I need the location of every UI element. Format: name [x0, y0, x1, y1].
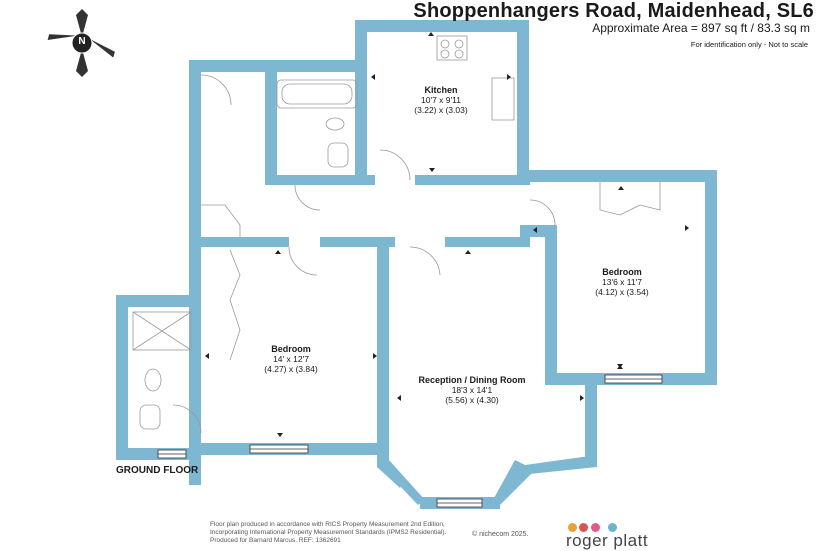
walls — [116, 20, 717, 509]
wall-bay-right — [520, 455, 597, 475]
wall-bed2-left — [545, 225, 557, 385]
room-dim-metric: (4.12) x (3.54) — [595, 287, 649, 297]
room-name: Kitchen — [424, 85, 458, 95]
room-kitchen: Kitchen 10'7 x 9'11 (3.22) x (3.03) — [396, 85, 486, 115]
wall-hall-bottom-right — [445, 237, 530, 247]
markers — [205, 32, 689, 437]
wall-reception-left — [377, 237, 389, 465]
room-dim-imperial: 18'3 x 14'1 — [451, 385, 493, 395]
room-dim-imperial: 10'7 x 9'11 — [421, 95, 461, 105]
door-swing-entrance — [200, 74, 232, 106]
brand-dot — [568, 523, 577, 532]
wall-bed2-right — [705, 170, 717, 385]
room-bedroom-right: Bedroom 13'6 x 11'7 (4.12) x (3.54) — [577, 267, 667, 297]
room-bedroom-left: Bedroom 14' x 12'7 (4.27) x (3.84) — [246, 344, 336, 374]
room-dim-imperial: 13'6 x 11'7 — [602, 277, 642, 287]
room-dim-metric: (5.56) x (4.30) — [445, 395, 499, 405]
door-swing-ensuite — [172, 404, 202, 434]
room-dim-metric: (4.27) x (3.84) — [264, 364, 318, 374]
door-swing-reception — [409, 246, 441, 276]
page-title: Shoppenhangers Road, Maidenhead, SL6 — [413, 0, 814, 22]
door-swing-bed2 — [529, 199, 556, 226]
footer-line-2: Incorporating International Property Mea… — [210, 529, 447, 536]
windows — [157, 374, 663, 508]
wall-hall-bottom-mid — [320, 237, 395, 247]
wall-ensuite-left — [116, 295, 128, 460]
shower — [132, 311, 192, 351]
basin — [327, 142, 349, 168]
footer-line-1: Floor plan produced in accordance with R… — [210, 521, 445, 528]
footer-line-3: Produced for Barnard Marcus. REF: 136269… — [210, 537, 341, 544]
brand-dot — [579, 523, 589, 532]
wall-kitchen-left — [355, 20, 367, 185]
wall-bath-bottom — [265, 175, 375, 185]
toilet — [325, 117, 345, 131]
hob — [436, 35, 468, 61]
wall-top-left — [189, 60, 279, 72]
wardrobe-bed2 — [599, 182, 661, 216]
copyright: © nichecom 2025. — [472, 531, 529, 538]
wall-bath-left — [265, 60, 277, 185]
wall-hall-bed2 — [520, 225, 557, 237]
footer-note: Floor plan produced in accordance with R… — [210, 521, 480, 545]
bath — [276, 79, 358, 109]
room-dim-metric: (3.22) x (3.03) — [414, 105, 468, 115]
room-name: Bedroom — [602, 267, 642, 277]
wall-bay-diag-left — [380, 460, 425, 505]
wall-bath-top — [265, 60, 365, 72]
room-name: Bedroom — [271, 344, 311, 354]
room-dim-imperial: 14' x 12'7 — [273, 354, 309, 364]
compass-north-label: N — [78, 36, 86, 47]
wall-bed2-top — [517, 170, 717, 182]
approximate-area: Approximate Area = 897 sq ft / 83.3 sq m — [592, 21, 810, 35]
identification-note: For identification only - Not to scale — [690, 40, 808, 49]
wall-bay-diag-right — [493, 460, 535, 505]
wardrobe-bed1 — [229, 249, 241, 361]
brand-dots — [568, 519, 618, 537]
wall-kitchen-top — [355, 20, 527, 32]
brand-logo-text: roger platt — [566, 531, 649, 550]
wall-hall-bottom-left — [189, 237, 289, 247]
cupboard-hall — [201, 204, 241, 237]
room-reception: Reception / Dining Room 18'3 x 14'1 (5.5… — [407, 375, 537, 405]
wall-kitchen-right — [517, 20, 529, 185]
wall-reception-right — [585, 375, 597, 465]
ensuite-basin — [139, 404, 161, 430]
wall-kitchen-bottom — [415, 175, 530, 185]
sink — [491, 77, 515, 121]
ensuite-toilet — [144, 368, 162, 392]
door-swing-bathroom — [294, 184, 321, 211]
wall-left-upper — [189, 60, 201, 485]
room-name: Reception / Dining Room — [418, 375, 526, 385]
floor-label: GROUND FLOOR — [116, 465, 199, 476]
wall-ensuite-top — [116, 295, 201, 307]
brand-dot — [590, 523, 600, 532]
brand-dot — [608, 523, 618, 532]
door-swing-bed1 — [288, 246, 318, 276]
fixtures — [132, 35, 661, 434]
compass-rose — [47, 9, 115, 77]
door-swing-kitchen — [379, 149, 411, 181]
